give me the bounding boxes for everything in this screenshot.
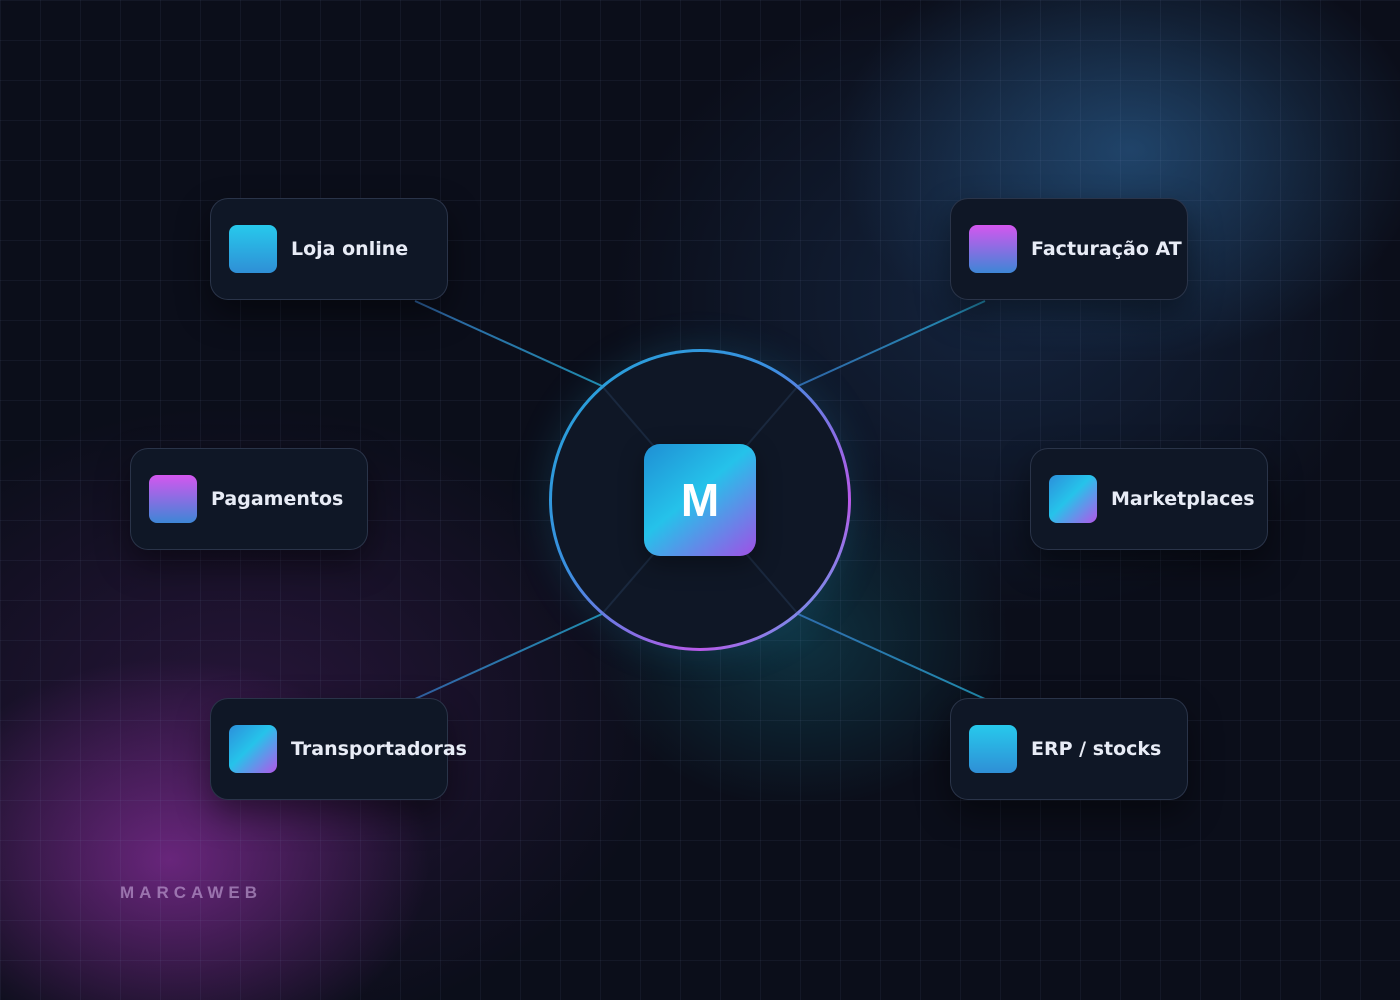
erp-stocks-icon — [969, 725, 1017, 773]
node-transportadoras[interactable]: Transportadoras — [210, 698, 467, 800]
connector-transportadoras — [414, 613, 603, 700]
hub-logo[interactable]: M — [644, 444, 756, 556]
node-facturacao-at[interactable]: Facturação AT — [950, 198, 1188, 300]
hub-logo-letter: M — [680, 474, 720, 526]
marketplaces-icon — [1049, 475, 1097, 523]
node-label: Loja online — [291, 238, 409, 260]
facturacao-at-icon — [969, 225, 1017, 273]
node-pagamentos[interactable]: Pagamentos — [130, 448, 368, 550]
loja-online-icon — [229, 225, 277, 273]
pagamentos-icon — [149, 475, 197, 523]
connector-loja-online — [414, 300, 603, 387]
node-label: Pagamentos — [211, 488, 344, 510]
node-label: Marketplaces — [1111, 488, 1255, 510]
node-loja-online[interactable]: Loja online — [210, 198, 448, 300]
node-label: Transportadoras — [291, 738, 467, 760]
node-label: ERP / stocks — [1031, 738, 1162, 760]
node-label: Facturação AT — [1031, 238, 1182, 260]
brand-wordmark: MARCAWEB — [120, 883, 262, 902]
node-erp-stocks[interactable]: ERP / stocks — [950, 698, 1188, 800]
connector-erp-stocks — [797, 613, 986, 700]
connector-facturacao-at — [797, 300, 986, 387]
node-marketplaces[interactable]: Marketplaces — [1030, 448, 1268, 550]
transportadoras-icon — [229, 725, 277, 773]
